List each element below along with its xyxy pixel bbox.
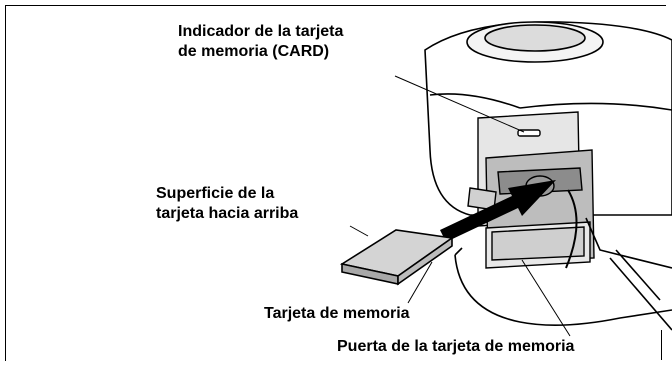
leader-surface xyxy=(349,225,369,237)
frame-tick xyxy=(661,330,662,360)
leader-door xyxy=(521,259,571,337)
label-card-indicator: Indicador de la tarjeta de memoria (CARD… xyxy=(178,22,343,62)
memory-card-graphic xyxy=(339,229,455,286)
top-button xyxy=(466,21,604,63)
leader-lines xyxy=(349,75,571,337)
label-memory-card: Tarjeta de memoria xyxy=(264,305,410,322)
label-card-indicator-line2: de memoria (CARD) xyxy=(178,43,330,60)
device-base xyxy=(454,247,672,331)
label-card-indicator-line1: Indicador de la tarjeta xyxy=(178,23,344,40)
card-door-graphic xyxy=(485,189,672,269)
leader-indicator xyxy=(394,75,525,133)
insert-arrow xyxy=(440,180,556,242)
label-card-surface-line1: Superficie de la xyxy=(156,185,275,202)
figure-frame xyxy=(5,5,666,361)
label-card-surface: Superficie de la tarjeta hacia arriba xyxy=(156,184,298,224)
label-card-surface-line2: tarjeta hacia arriba xyxy=(156,205,299,222)
leader-card xyxy=(407,261,433,304)
label-card-door: Puerta de la tarjeta de memoria xyxy=(337,338,575,355)
